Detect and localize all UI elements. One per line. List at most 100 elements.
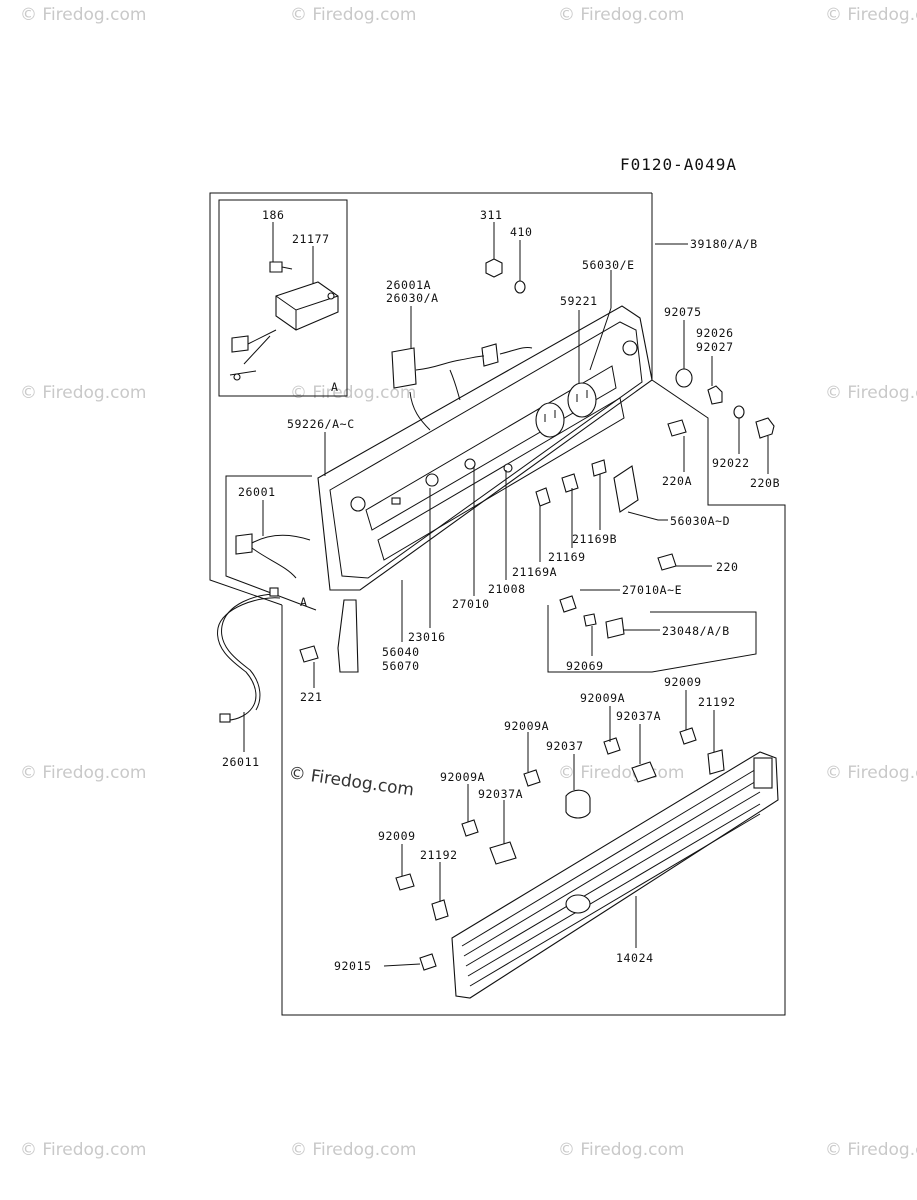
label-92015: 92015: [334, 959, 372, 973]
label-21169a: 21169A: [512, 565, 557, 579]
bolt-220b-part: [755, 417, 775, 439]
callout-a-top: A: [331, 380, 339, 394]
label-92009-right: 92009: [664, 675, 702, 689]
grille-14024-part: [451, 751, 779, 999]
grommet-92075-part: [675, 368, 693, 388]
bracket-21192-right-part: [707, 749, 725, 775]
label-92037a-left: 92037A: [478, 787, 523, 801]
label-23048: 23048/A/B: [662, 624, 730, 638]
label-56030e: 56030/E: [582, 258, 635, 272]
label-26001a: 26001A: [386, 278, 431, 292]
label-21192-right: 21192: [698, 695, 736, 709]
lower-cable: [217, 587, 319, 723]
screw-92009-left-part: [395, 873, 415, 891]
watermark-top-3: © Firedog.com: [558, 5, 684, 25]
label-186: 186: [262, 208, 285, 222]
part-labels: 186 21177 311 410 39180/A/B 26001A 26030…: [222, 208, 780, 973]
bolt-220-part: [657, 553, 677, 571]
label-21008: 21008: [488, 582, 526, 596]
cover-23048-part: [605, 617, 625, 639]
screw-92009-right-part: [679, 727, 697, 745]
assembly-frame: [209, 192, 786, 1016]
label-27010ae: 27010A~E: [622, 583, 682, 597]
label-56040: 56040: [382, 645, 420, 659]
watermark-low-3: © Firedog.com: [558, 763, 684, 783]
label-26030a: 26030/A: [386, 291, 439, 305]
label-59221: 59221: [560, 294, 598, 308]
clamp-92037a-right-part: [631, 761, 657, 783]
connector-26001a-part: [391, 347, 417, 389]
washer-92022-part: [733, 405, 745, 419]
label-21169b: 21169B: [572, 532, 617, 546]
top-hardware: [485, 258, 775, 571]
label-59226: 59226/A~C: [287, 417, 355, 431]
label-92037a-right: 92037A: [616, 709, 661, 723]
watermark-center: © Firedog.com: [287, 763, 415, 800]
label-311: 311: [480, 208, 503, 222]
screw-92009a-left-part: [461, 819, 479, 837]
outlet-left: [535, 402, 565, 438]
watermark-bottom-2: © Firedog.com: [290, 1140, 416, 1160]
bolt-220a-part: [667, 419, 687, 437]
label-92022: 92022: [712, 456, 750, 470]
diagram-id: F0120-A049A: [620, 155, 737, 174]
label-92009a-top: 92009A: [580, 691, 625, 705]
watermark-mid-2: © Firedog.com: [290, 383, 416, 403]
label-92009a-mid: 92009A: [504, 719, 549, 733]
label-220b: 220B: [750, 476, 780, 490]
label-56030ad: 56030A~D: [670, 514, 730, 528]
label-410: 410: [510, 225, 533, 239]
bolt-221-part: [299, 645, 319, 663]
watermark-bottom-left: © Firedog.com: [20, 1140, 146, 1160]
front-grille: [419, 749, 779, 999]
label-92009-left: 92009: [378, 829, 416, 843]
screw-92009a-mid-part: [523, 769, 541, 787]
label-92037: 92037: [546, 739, 584, 753]
label-21192-left: 21192: [420, 848, 458, 862]
nut-311-part: [485, 258, 503, 278]
spring-92069-part: [583, 613, 597, 627]
leader-lines: [243, 222, 769, 967]
top-harness: [391, 343, 533, 431]
collar-92026-part: [707, 385, 723, 405]
label-92009a-left: 92009A: [440, 770, 485, 784]
clamps-screws: [395, 727, 697, 891]
watermark-top-2: © Firedog.com: [290, 5, 416, 25]
bolt-186-part: [269, 261, 283, 273]
bracket-21192-left-part: [431, 899, 449, 921]
label-220: 220: [716, 560, 739, 574]
connector-26030a-part: [481, 343, 499, 367]
clamp-92037a-left-part: [489, 841, 517, 865]
label-92027: 92027: [696, 340, 734, 354]
label-26011: 26011: [222, 755, 260, 769]
switch-inset: [535, 459, 757, 673]
label-26001: 26001: [238, 485, 276, 499]
outlet-right: [567, 382, 597, 418]
watermark-bottom-right: © Firedog.com: [825, 1140, 917, 1160]
label-14024: 14024: [616, 951, 654, 965]
label-39180: 39180/A/B: [690, 237, 758, 251]
label-92075: 92075: [664, 305, 702, 319]
label-23016: 23016: [408, 630, 446, 644]
clamp-92037-part: [565, 789, 591, 819]
label-27010: 27010: [452, 597, 490, 611]
panel-faceplate: [317, 305, 653, 591]
control-panel: [317, 305, 653, 673]
watermark-mid-left: © Firedog.com: [20, 383, 146, 403]
switch-27010-part: [559, 595, 577, 613]
watermark-bottom-3: © Firedog.com: [558, 1140, 684, 1160]
label-220a: 220A: [662, 474, 692, 488]
watermark-low-left: © Firedog.com: [20, 763, 146, 783]
watermark-mid-right: © Firedog.com: [825, 383, 917, 403]
relay-connector-part: [231, 335, 249, 353]
callout-a-bottom: A: [300, 595, 308, 609]
watermark-low-right: © Firedog.com: [825, 763, 917, 783]
label-92069: 92069: [566, 659, 604, 673]
screw-92009a-right-part: [603, 737, 621, 755]
bolt-92015-part: [419, 953, 437, 971]
label-221: 221: [300, 690, 323, 704]
watermark-top-left: © Firedog.com: [20, 5, 146, 25]
watermark-top-right: © Firedog.com: [825, 5, 917, 25]
label-21177: 21177: [292, 232, 330, 246]
